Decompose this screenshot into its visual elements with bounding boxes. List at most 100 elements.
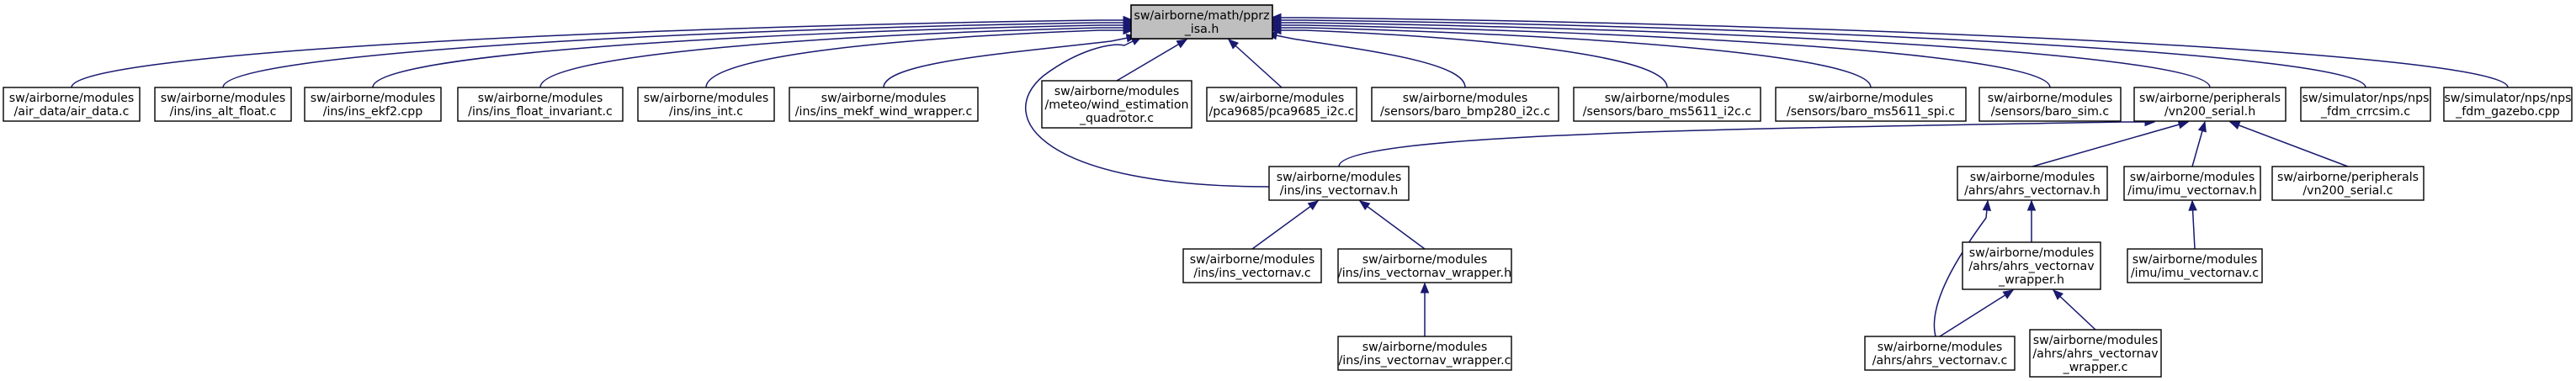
node-ahrs-vectornav-c[interactable]: sw/airborne/modules/ahrs/ahrs_vectornav.… xyxy=(1864,336,2016,371)
node-box xyxy=(1978,87,2122,122)
node-box xyxy=(154,87,292,122)
edge-ins_mekf_wind_wrapper_c-to-pprz_isa_h xyxy=(883,34,1138,88)
node-ins-vectornav-c[interactable]: sw/airborne/modules/ins/ins_vectornav.c xyxy=(1182,248,1322,283)
node-label-line: /ins/ins_mekf_wind_wrapper.c xyxy=(795,105,973,119)
arrowhead-icon xyxy=(2228,121,2241,130)
edge-line xyxy=(1272,24,2051,88)
node-ins-mekf-wind-wrapper-c[interactable]: sw/airborne/modules/ins/ins_mekf_wind_wr… xyxy=(789,87,979,122)
node-ins-ekf2-cpp[interactable]: sw/airborne/modules/ins/ins_ekf2.cpp xyxy=(304,87,442,122)
node-box xyxy=(2127,248,2263,283)
edge-line xyxy=(1933,200,1989,337)
node-label-line: /ins/ins_vectornav_wrapper.c xyxy=(1339,354,1511,368)
edge-air_data_c-to-pprz_isa_h xyxy=(71,15,1134,88)
node-label-line: /sensors/baro_sim.c xyxy=(1991,105,2109,119)
edge-line xyxy=(1338,121,2154,167)
node-box xyxy=(1775,87,1967,122)
node-box xyxy=(1573,87,1761,122)
node-label-line: _wrapper.c xyxy=(2063,361,2128,374)
node-ahrs-vectornav-h[interactable]: sw/airborne/modules/ahrs/ahrs_vectornav.… xyxy=(1957,166,2108,201)
edge-wind_estimation_quadrotor_c-to-pprz_isa_h xyxy=(1116,39,1188,82)
node-ins-float-invariant-c[interactable]: sw/airborne/modules/ins/ins_float_invari… xyxy=(457,87,624,122)
node-box xyxy=(2123,166,2261,201)
edge-line xyxy=(2229,121,2349,167)
node-label-line: sw/airborne/modules xyxy=(1362,341,1488,354)
edges-layer xyxy=(71,13,2509,337)
node-nps-fdm-crrcsim-c[interactable]: sw/simulator/nps/nps_fdm_crrcsim.c xyxy=(2300,87,2431,122)
node-vn200-serial-h[interactable]: sw/airborne/peripherals/vn200_serial.h xyxy=(2133,87,2287,122)
node-baro-ms5611-spi-c[interactable]: sw/airborne/modules/sensors/baro_ms5611_… xyxy=(1775,87,1967,122)
edge-pca9685_i2c_c-to-pprz_isa_h xyxy=(1228,39,1283,88)
node-baro-ms5611-i2c-c[interactable]: sw/airborne/modules/sensors/baro_ms5611_… xyxy=(1573,87,1761,122)
node-pprz-isa-h[interactable]: sw/airborne/math/pprz_isa.h xyxy=(1130,4,1273,40)
node-box xyxy=(2029,329,2162,378)
node-label-line: sw/airborne/peripherals xyxy=(2139,92,2281,105)
arrowhead-icon xyxy=(1123,25,1134,35)
arrowhead-icon xyxy=(2197,120,2207,133)
edge-line xyxy=(71,19,1133,88)
node-box xyxy=(1962,241,2101,290)
node-label-line: _quadrotor.c xyxy=(1079,112,1154,125)
node-baro-sim-c[interactable]: sw/airborne/modules/sensors/baro_sim.c xyxy=(1978,87,2122,122)
edge-ins_int_c-to-pprz_isa_h xyxy=(705,25,1134,88)
node-vn200-serial-c[interactable]: sw/airborne/peripherals/vn200_serial.c xyxy=(2271,166,2425,201)
edge-line xyxy=(1939,289,2014,337)
edge-line xyxy=(1228,39,1283,88)
node-ahrs-vectornav-wrapper-h[interactable]: sw/airborne/modules/ahrs/ahrs_vectornav_… xyxy=(1962,241,2101,290)
node-label-line: sw/airborne/modules xyxy=(2133,253,2258,267)
edge-line xyxy=(1272,29,1668,88)
node-ins-vectornav-h[interactable]: sw/airborne/modules/ins/ins_vectornav.h xyxy=(1268,166,1410,201)
node-label-line: sw/airborne/modules xyxy=(821,92,947,105)
node-pca9685-i2c-c[interactable]: sw/airborne/modules/pca9685/pca9685_i2c.… xyxy=(1206,87,1357,122)
node-label-line: /ins/ins_alt_float.c xyxy=(170,105,277,119)
node-box xyxy=(1864,336,2016,371)
node-label-line: _isa.h xyxy=(1184,23,1219,36)
edge-line xyxy=(1116,39,1187,82)
node-air-data-c[interactable]: sw/airborne/modules/air_data/air_data.c xyxy=(3,87,141,122)
edge-ahrs_vectornav_c-to-ahrs_vectornav_wrapper_h xyxy=(1939,289,2015,337)
arrowhead-icon xyxy=(2053,289,2063,300)
node-ins-vectornav-wrapper-c[interactable]: sw/airborne/modules/ins/ins_vectornav_wr… xyxy=(1337,336,1512,371)
arrowhead-icon xyxy=(1307,200,1320,211)
edge-nps_fdm_crrcsim_c-to-pprz_isa_h xyxy=(1270,15,2366,88)
node-nps-fdm-gazebo-cpp[interactable]: sw/simulator/nps/nps_fdm_gazebo.cpp xyxy=(2443,87,2573,122)
node-ahrs-vectornav-wrapper-c[interactable]: sw/airborne/modules/ahrs/ahrs_vectornav_… xyxy=(2029,329,2162,378)
arrowhead-icon xyxy=(1176,39,1188,49)
node-box xyxy=(457,87,624,122)
edge-ins_vectornav_wrapper_c-to-ins_vectornav_wrapper_h xyxy=(1420,282,1430,336)
arrowhead-icon xyxy=(1270,13,1282,23)
node-label-line: /ins/ins_float_invariant.c xyxy=(468,105,613,119)
edge-line xyxy=(1251,200,1319,250)
node-label-line: sw/airborne/modules xyxy=(1054,85,1180,98)
edge-imu_vectornav_h-to-vn200_serial_h xyxy=(2191,120,2207,167)
node-box xyxy=(1371,87,1559,122)
node-label-line: sw/airborne/modules xyxy=(1403,92,1528,105)
arrowhead-icon xyxy=(2026,199,2037,211)
edge-ins_alt_float_c-to-pprz_isa_h xyxy=(222,18,1134,88)
node-label-line: sw/airborne/modules xyxy=(1277,171,1402,184)
node-label-line: /air_data/air_data.c xyxy=(14,105,130,119)
edge-line xyxy=(1359,200,1426,250)
node-ins-int-c[interactable]: sw/airborne/modules/ins/ins_int.c xyxy=(637,87,775,122)
node-ins-alt-float-c[interactable]: sw/airborne/modules/ins/ins_alt_float.c xyxy=(154,87,292,122)
node-box xyxy=(304,87,442,122)
node-label-line: sw/airborne/modules xyxy=(1970,171,2095,184)
node-imu-vectornav-c[interactable]: sw/airborne/modules/imu/imu_vectornav.c xyxy=(2127,248,2263,283)
node-label-line: sw/airborne/modules xyxy=(1988,92,2113,105)
node-label-line: /vn200_serial.c xyxy=(2302,184,2393,198)
edge-ahrs_vectornav_h-to-vn200_serial_h xyxy=(2032,120,2190,167)
arrowhead-icon xyxy=(2177,120,2190,130)
edge-ahrs_vectornav_c-to-ahrs_vectornav_h xyxy=(1933,199,1992,337)
node-wind-estimation-quadrotor-c[interactable]: sw/airborne/modules/meteo/wind_estimatio… xyxy=(1041,80,1192,129)
node-ins-vectornav-wrapper-h[interactable]: sw/airborne/modules/ins/ins_vectornav_wr… xyxy=(1337,248,1512,283)
edge-line xyxy=(1272,19,2366,88)
node-label-line: sw/airborne/modules xyxy=(644,92,769,105)
node-label-line: /ahrs/ahrs_vectornav.c xyxy=(1872,354,2008,368)
edge-line xyxy=(1024,36,1270,188)
node-label-line: _fdm_gazebo.cpp xyxy=(2455,105,2560,119)
node-label-line: /sensors/baro_ms5611_spi.c xyxy=(1787,105,1955,119)
node-imu-vectornav-h[interactable]: sw/airborne/modules/imu/imu_vectornav.h xyxy=(2123,166,2261,201)
node-label-line: /imu/imu_vectornav.h xyxy=(2127,184,2256,198)
arrowhead-icon xyxy=(1420,282,1430,294)
node-baro-bmp280-i2c-c[interactable]: sw/airborne/modules/sensors/baro_bmp280_… xyxy=(1371,87,1559,122)
arrowhead-icon xyxy=(2002,289,2015,299)
